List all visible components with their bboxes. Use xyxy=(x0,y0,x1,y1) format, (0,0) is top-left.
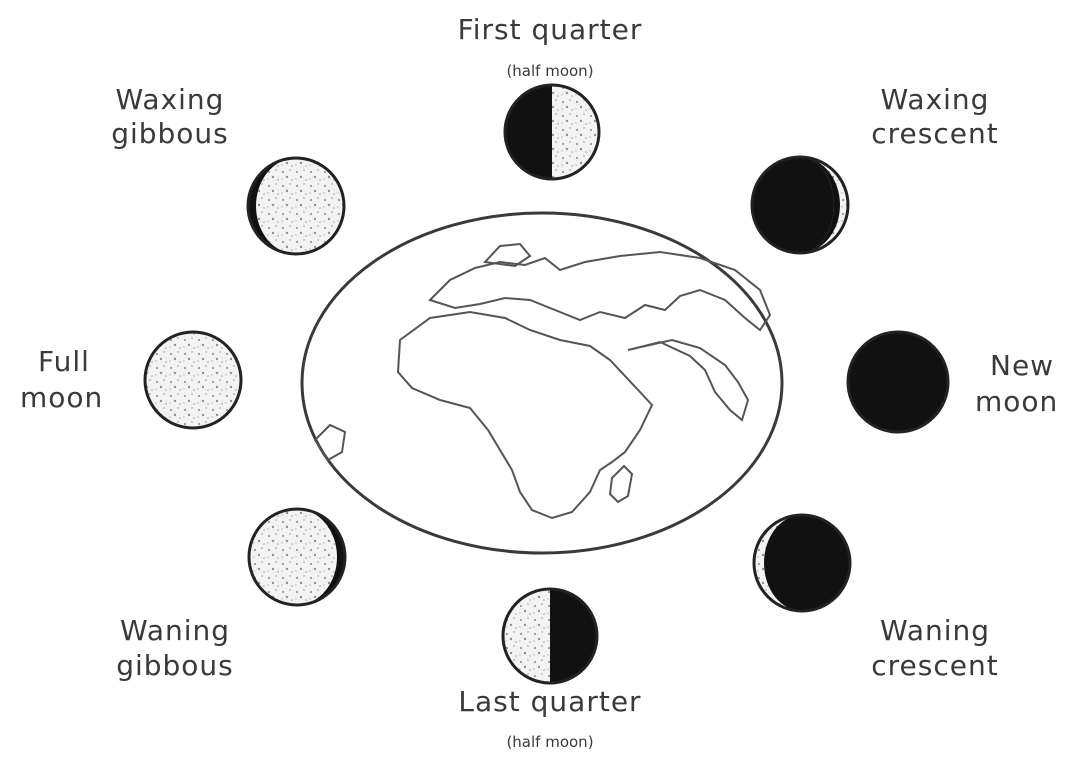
waning-gibbous-label-line1: Waning xyxy=(80,615,270,647)
last-quarter-label: Last quarter xyxy=(400,686,700,718)
waning-crescent-label-line1: Waning xyxy=(840,615,1030,647)
last-quarter-sublabel: (half moon) xyxy=(470,733,630,751)
first-quarter-label: First quarter xyxy=(400,14,700,46)
full-moon-icon xyxy=(145,332,241,428)
waxing-crescent-moon-icon xyxy=(752,157,848,253)
waxing-gibbous-label-line1: Waxing xyxy=(75,84,265,116)
new-moon-label-line1: New xyxy=(990,350,1054,382)
waning-gibbous-label-line2: gibbous xyxy=(80,650,270,682)
waning-crescent-moon-icon xyxy=(754,515,850,611)
waxing-crescent-label-line1: Waxing xyxy=(840,84,1030,116)
new-moon-icon xyxy=(848,332,948,432)
waxing-crescent-label-line2: crescent xyxy=(830,118,1040,150)
waxing-gibbous-moon-icon xyxy=(248,158,344,254)
waning-crescent-label-line2: crescent xyxy=(830,650,1040,682)
full-moon-label-line2: moon xyxy=(20,382,103,414)
last-quarter-moon-icon xyxy=(503,589,597,683)
first-quarter-moon-icon xyxy=(505,85,599,179)
new-moon-label-line2: moon xyxy=(975,386,1058,418)
earth-with-africa-icon xyxy=(302,213,782,553)
first-quarter-sublabel: (half moon) xyxy=(470,62,630,80)
waning-gibbous-moon-icon xyxy=(249,509,345,605)
waxing-gibbous-label-line2: gibbous xyxy=(75,118,265,150)
full-moon-label-line1: Full xyxy=(38,346,90,378)
